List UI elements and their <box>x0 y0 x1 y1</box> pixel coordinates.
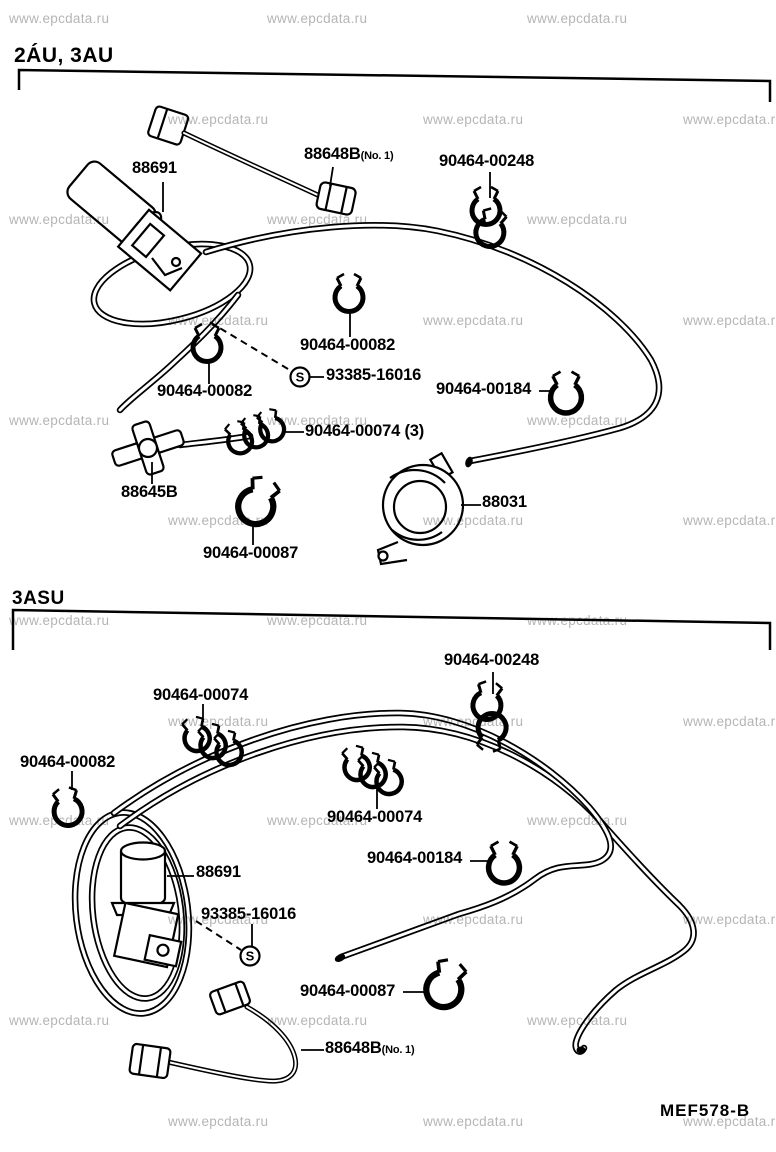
joint-88645b <box>111 420 185 476</box>
clamp-90464-00184-top <box>551 372 582 413</box>
clamp-90464-00074-bottom-a1 <box>179 715 212 754</box>
hose-stub-top <box>180 436 250 445</box>
wire-88648b-top <box>184 133 322 197</box>
clamp-90464-00074-bottom-b2 <box>355 751 388 790</box>
section-bracket-top <box>17 68 772 102</box>
leader-lines-top <box>151 166 553 545</box>
hose-main-top <box>206 225 659 468</box>
hose-end-cap <box>334 954 346 962</box>
screw-dashed-line-bottom <box>195 920 242 951</box>
bottom-section-art: S <box>11 608 772 1081</box>
solenoid-88691-top <box>66 160 203 292</box>
s-marker-letter: S <box>296 370 305 385</box>
s-marker-bottom: S <box>239 945 261 967</box>
s-marker-top: S <box>289 366 311 388</box>
wire-connector-bottom <box>128 1042 172 1080</box>
screw-dashed-line-top <box>207 320 289 370</box>
valve-88031 <box>376 451 465 566</box>
clamp-90464-00074-top-3 <box>254 407 287 445</box>
clamp-90464-00082-top-a <box>335 274 363 311</box>
s-marker-letter: S <box>246 949 255 964</box>
solenoid-88691-bottom <box>110 841 183 969</box>
wire-88648b-bottom <box>168 1007 296 1081</box>
leader-lines-bottom <box>71 672 494 1051</box>
hose-end-cap <box>465 456 473 468</box>
wire-connector-top <box>147 105 190 146</box>
plug-88648b-bottom <box>209 980 251 1016</box>
hose-bundle-bottom <box>114 713 694 1054</box>
clamp-90464-00184-bottom <box>489 842 520 883</box>
top-section-art: S <box>17 68 772 566</box>
clamp-90464-00074-bottom-b1 <box>339 744 372 783</box>
plug-88648b-top <box>315 181 357 216</box>
clamp-90464-00087-bottom <box>421 956 470 1012</box>
clamp-90464-00082-bottom <box>50 786 84 828</box>
hose-end-cap <box>576 1046 586 1054</box>
clamp-90464-00087-top <box>232 473 284 530</box>
clamp-90464-00074-top-2 <box>238 413 271 451</box>
section-bracket-bottom <box>11 608 772 650</box>
